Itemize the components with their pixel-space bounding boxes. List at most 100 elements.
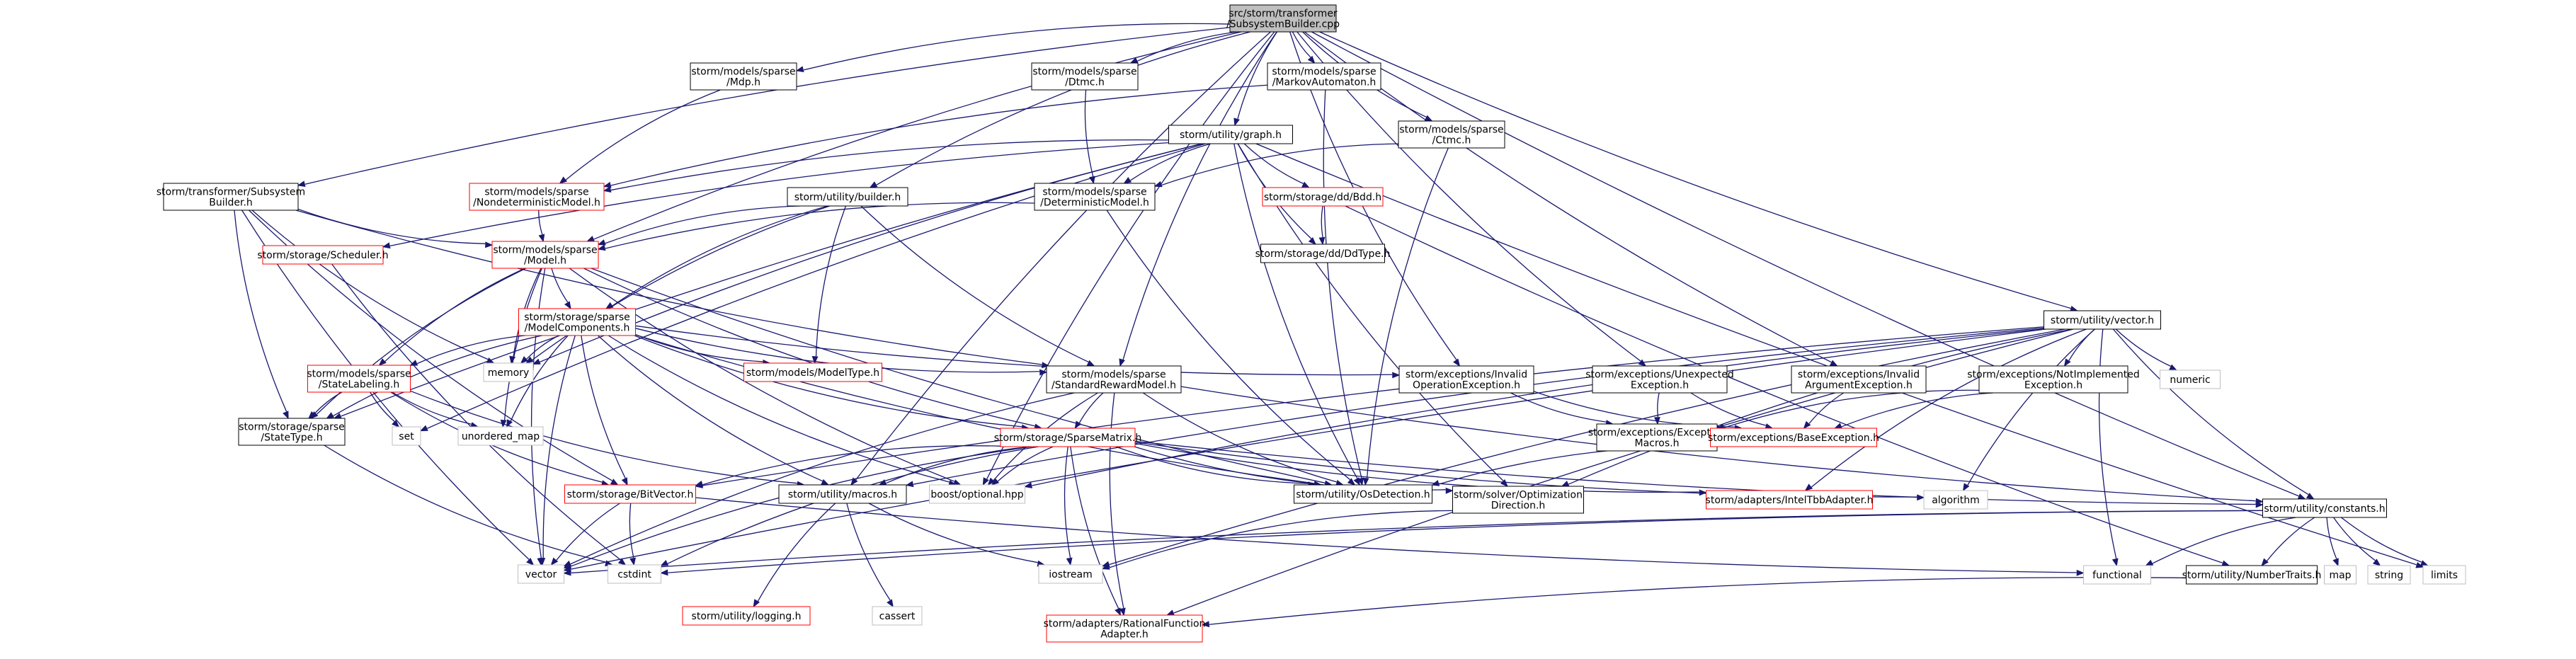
node-sched[interactable]: storm/storage/Scheduler.h [257, 245, 389, 265]
node-stype[interactable]: storm/storage/sparse/StateType.h [238, 418, 346, 446]
node-set[interactable]: set [392, 426, 421, 446]
edge-root-to-model [593, 31, 1241, 240]
node-inteltbb[interactable]: storm/adapters/IntelTbbAdapter.h [1706, 490, 1874, 510]
node-mdp[interactable]: storm/models/sparse/Mdp.h [690, 62, 797, 91]
node-uvector[interactable]: storm/utility/vector.h [2044, 310, 2161, 330]
edge-ctmc-to-detm [1161, 143, 1399, 186]
arrow-uvector-to-macros [905, 481, 914, 488]
node-root[interactable]: src/storm/transformer/SubsystemBuilder.c… [1226, 4, 1340, 33]
node-mcomp[interactable]: storm/storage/sparse/ModelComponents.h [518, 308, 636, 336]
node-notimpl[interactable]: storm/exceptions/NotImplementedException… [1967, 365, 2140, 394]
node-label-model: /Model.h [524, 256, 566, 267]
arrow-const-to-limits [2420, 560, 2429, 566]
edge-mcomp-to-boostopt [608, 335, 950, 483]
node-boostopt[interactable]: boost/optional.hpp [929, 484, 1025, 504]
node-ddtype[interactable]: storm/storage/dd/DdType.h [1255, 243, 1391, 263]
node-box-bdd [1262, 187, 1384, 207]
node-detm[interactable]: storm/models/sparse/DeterministicModel.h [1034, 183, 1156, 211]
arrow-tsub-to-stype [283, 411, 289, 420]
node-box-const [2262, 498, 2387, 518]
node-label-stype: storm/storage/sparse [239, 422, 345, 433]
edge-model-to-osdet [591, 268, 1326, 483]
node-iostream[interactable]: iostream [1038, 564, 1103, 584]
node-numtraits[interactable]: storm/utility/NumberTraits.h [2182, 565, 2322, 585]
node-label-exmac: storm/exceptions/Exception [1588, 428, 1726, 439]
node-box-osdet [1294, 484, 1432, 504]
node-graph[interactable]: storm/utility/graph.h [1168, 125, 1293, 144]
node-box-cassert [872, 606, 923, 626]
arrow-macros-to-logging [753, 599, 760, 608]
node-ctmc[interactable]: storm/models/sparse/Ctmc.h [1398, 120, 1505, 149]
node-model[interactable]: storm/models/sparse/Model.h [491, 241, 599, 269]
node-label-boostopt: boost/optional.hpp [930, 489, 1023, 500]
edge-dtmc-to-detm [1084, 89, 1094, 177]
node-label-baseex: storm/exceptions/BaseException.h [1708, 432, 1879, 444]
node-osdet[interactable]: storm/utility/OsDetection.h [1294, 484, 1432, 504]
edge-spm-to-rfa [1070, 446, 1119, 609]
node-slab[interactable]: storm/models/sparse/StateLabeling.h [307, 365, 411, 393]
node-invarg[interactable]: storm/exceptions/InvalidArgumentExceptio… [1791, 365, 1927, 394]
node-invop[interactable]: storm/exceptions/InvalidOperationExcepti… [1398, 365, 1534, 394]
edge-spm-to-boostopt [997, 446, 1054, 482]
edge-invarg-to-baseex [1808, 392, 1845, 424]
node-markov[interactable]: storm/models/sparse/MarkovAutomaton.h [1267, 62, 1381, 91]
node-bdd[interactable]: storm/storage/dd/Bdd.h [1262, 187, 1384, 207]
node-cstdint[interactable]: cstdint [608, 564, 661, 584]
edge-bdd-to-ddtype [1321, 205, 1323, 238]
node-label-model: storm/models/sparse [493, 245, 597, 256]
node-bitvec[interactable]: storm/storage/BitVector.h [564, 484, 696, 504]
arrow-tsub-to-model [485, 241, 494, 248]
node-functional[interactable]: functional [2083, 565, 2151, 585]
node-const[interactable]: storm/utility/constants.h [2262, 498, 2387, 518]
node-baseex[interactable]: storm/exceptions/BaseException.h [1708, 428, 1879, 447]
node-limits[interactable]: limits [2422, 565, 2466, 585]
node-srm[interactable]: storm/models/sparse/StandardRewardModel.… [1046, 365, 1182, 394]
arrow-graph-to-ddtype [1308, 236, 1316, 245]
node-string[interactable]: string [2367, 565, 2411, 585]
node-logging[interactable]: storm/utility/logging.h [682, 606, 811, 626]
node-memory[interactable]: memory [483, 362, 534, 382]
edge-uvector-to-const [2112, 328, 2309, 495]
edge-tsub-to-srm [295, 210, 1042, 365]
node-label-markov: /MarkovAutomaton.h [1272, 77, 1377, 88]
arrow-const-to-string [2372, 558, 2381, 566]
node-numeric[interactable]: numeric [2160, 369, 2221, 389]
edge-srm-to-const [1180, 386, 2256, 502]
node-spm[interactable]: storm/storage/SparseMatrix.h [994, 428, 1142, 447]
edge-spm-to-bitvec [702, 445, 1001, 486]
node-box-numeric [2160, 369, 2221, 389]
node-cassert[interactable]: cassert [872, 606, 923, 626]
node-box-notimpl [1978, 365, 2128, 394]
node-label-set: set [399, 431, 414, 442]
node-builder[interactable]: storm/utility/builder.h [787, 187, 908, 207]
node-algorithm[interactable]: algorithm [1923, 490, 1988, 510]
node-map[interactable]: map [2324, 565, 2356, 585]
node-box-numtraits [2186, 565, 2318, 585]
node-mtype[interactable]: storm/models/ModelType.h [743, 362, 882, 382]
node-vector[interactable]: vector [518, 564, 564, 584]
node-box-stype [238, 418, 346, 446]
edge-graph-to-bdd [1243, 143, 1304, 184]
node-label-cstdint: cstdint [617, 569, 651, 580]
node-ndm[interactable]: storm/models/sparse/NondeterministicMode… [469, 183, 605, 211]
node-label-logging: storm/utility/logging.h [692, 611, 802, 622]
arrow-mcomp-to-bitvec [621, 477, 628, 486]
node-label-root: src/storm/transformer [1229, 8, 1338, 20]
edge-mcomp-to-vector [542, 335, 576, 558]
arrow-slab-to-set [392, 420, 400, 428]
node-umap[interactable]: unordered_map [457, 426, 544, 446]
node-tsub[interactable]: storm/transformer/SubsystemBuilder.h [156, 183, 305, 211]
node-box-algorithm [1923, 490, 1988, 510]
node-dtmc[interactable]: storm/models/sparse/Dtmc.h [1031, 62, 1139, 91]
arrow-mcomp-to-vector [539, 558, 546, 566]
node-box-unexp [1592, 365, 1728, 394]
node-label-ctmc: /Ctmc.h [1432, 135, 1471, 147]
node-macros[interactable]: storm/utility/macros.h [778, 484, 907, 504]
edge-sched-to-cstdint [331, 263, 621, 561]
arrow-mcomp-to-stype [326, 412, 335, 419]
arrow-spm-to-boostopt [991, 478, 1000, 486]
